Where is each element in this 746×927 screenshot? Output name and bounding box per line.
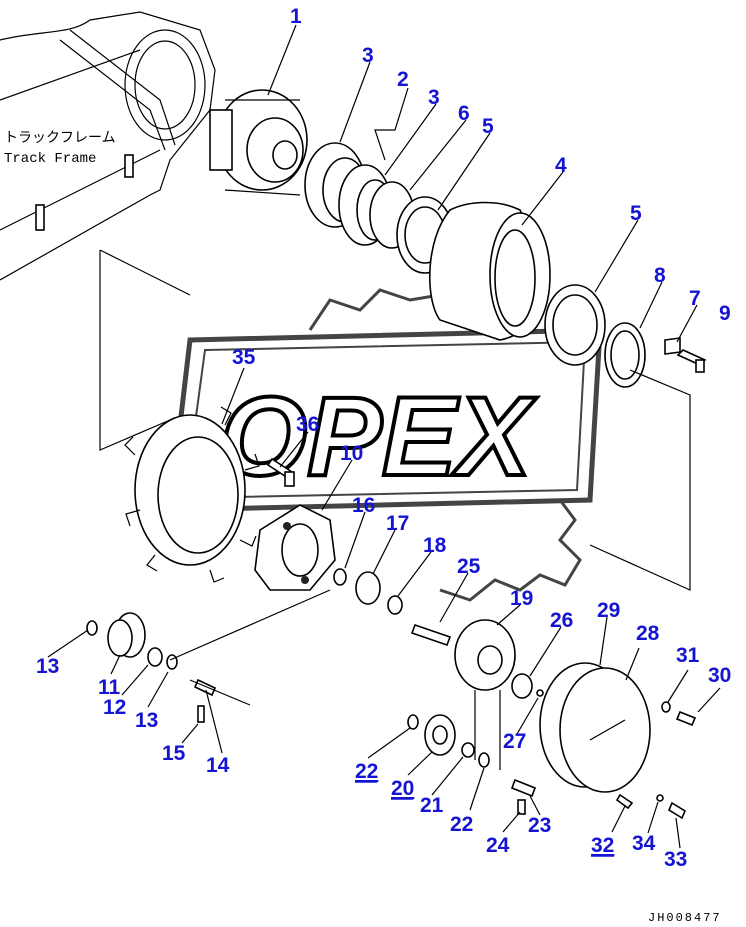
callout-13a: 13	[36, 655, 59, 678]
o-ring-and-ball	[511, 673, 544, 699]
callout-17: 17	[386, 512, 409, 535]
watermark-text: OPEX	[220, 374, 538, 499]
needle-bearing	[333, 568, 403, 615]
callouts: 1 2 3 3 4 5 5 6 7 8 9 10 11 12 13 13 14 …	[36, 5, 731, 871]
callout-4: 4	[555, 154, 567, 177]
sprocket	[124, 406, 260, 583]
callout-15: 15	[162, 742, 186, 765]
callout-27: 27	[503, 730, 526, 753]
frame-label-en: Track Frame	[4, 151, 96, 167]
callout-25: 25	[457, 555, 481, 578]
callout-22a: 22	[355, 760, 378, 783]
shaft-and-pin-center	[510, 778, 537, 815]
callout-10: 10	[340, 442, 363, 465]
callout-5b: 5	[630, 202, 642, 225]
carrier-2	[454, 619, 516, 770]
washers-center	[407, 714, 490, 768]
callout-34: 34	[632, 832, 656, 855]
callout-20: 20	[391, 777, 414, 800]
callout-13b: 13	[135, 709, 158, 732]
shaft-and-pin	[169, 589, 331, 723]
callout-26: 26	[550, 609, 573, 632]
callout-30: 30	[708, 664, 731, 687]
track-frame: トラックフレーム Track Frame	[0, 11, 216, 451]
callout-9: 9	[719, 302, 731, 325]
callout-7: 7	[689, 287, 701, 310]
callout-24: 24	[486, 834, 510, 857]
callout-29: 29	[597, 599, 620, 622]
callout-3a: 3	[362, 44, 374, 67]
leader-lines	[47, 24, 721, 849]
floating-seals	[304, 142, 415, 249]
callout-33: 33	[664, 848, 687, 871]
callout-16: 16	[352, 494, 375, 517]
callout-19: 19	[510, 587, 533, 610]
callout-12: 12	[103, 696, 126, 719]
frame-label-jp: トラックフレーム	[4, 130, 116, 147]
planet-gear	[107, 612, 146, 658]
callout-23: 23	[528, 814, 551, 837]
callout-6: 6	[458, 102, 470, 125]
gear-small	[424, 714, 456, 756]
callout-1: 1	[290, 5, 302, 28]
end-cover	[539, 662, 651, 793]
callout-35: 35	[232, 346, 256, 369]
callout-28: 28	[636, 622, 660, 645]
callout-8: 8	[654, 264, 666, 287]
sprocket-bolt	[266, 457, 295, 487]
input-shaft	[410, 623, 452, 647]
shim-and-bolt	[589, 337, 707, 591]
final-drive-motor	[209, 89, 308, 196]
callout-3b: 3	[428, 86, 440, 109]
cover-hardware	[615, 701, 697, 820]
callout-14: 14	[206, 754, 230, 777]
callout-5a: 5	[482, 115, 494, 138]
callout-21: 21	[420, 794, 444, 817]
drawing-code: JH008477	[648, 911, 722, 925]
carrier	[254, 504, 336, 591]
callout-underlines	[355, 781, 614, 857]
cover	[604, 322, 646, 388]
bearing-outer	[544, 284, 606, 366]
hub	[428, 201, 551, 341]
callout-32: 32	[591, 834, 614, 857]
callout-22b: 22	[450, 813, 473, 836]
callout-11: 11	[98, 676, 121, 699]
callout-2: 2	[397, 68, 409, 91]
callout-18: 18	[423, 534, 447, 557]
opex-watermark: OPEX	[167, 288, 603, 602]
callout-31: 31	[676, 644, 700, 667]
callout-36: 36	[296, 413, 319, 436]
